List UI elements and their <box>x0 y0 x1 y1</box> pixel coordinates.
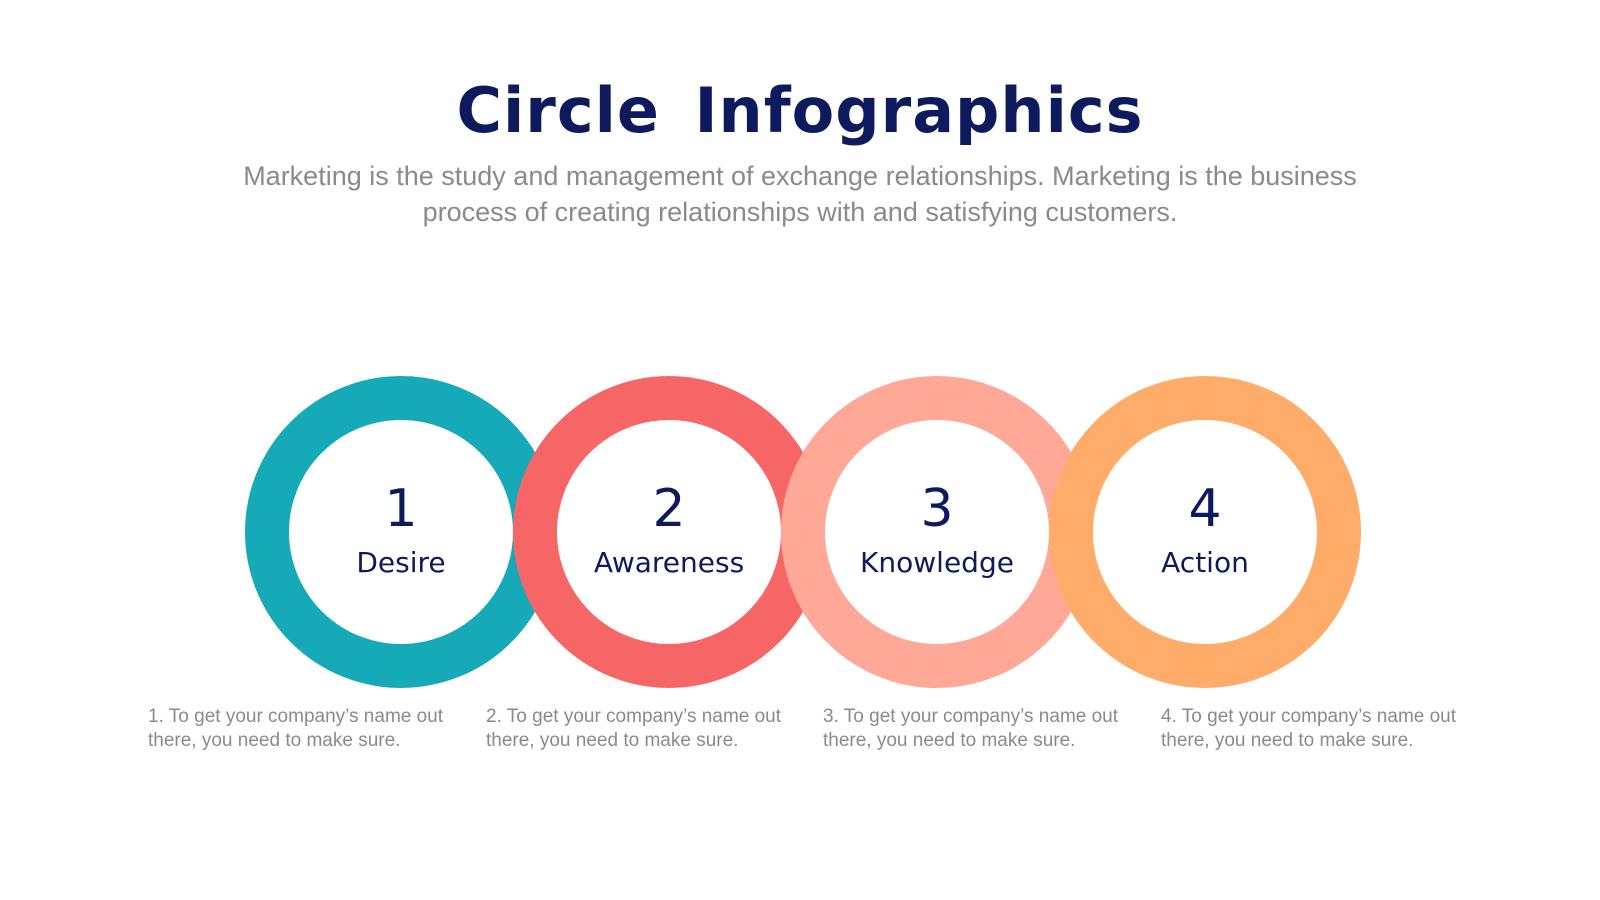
step-description-4: 4. To get your company’s name out there,… <box>1161 706 1457 751</box>
ring-4 <box>1049 376 1361 688</box>
step-description-1: 1. To get your company’s name out there,… <box>148 706 444 751</box>
step-number-3: 3 <box>920 479 954 539</box>
step-label-1: Desire <box>356 546 446 579</box>
step-label-3: Knowledge <box>860 546 1014 579</box>
step-description-2: 2. To get your company’s name out there,… <box>486 706 782 751</box>
step-number-1: 1 <box>384 479 418 539</box>
step-description-3: 3. To get your company’s name out there,… <box>823 706 1119 751</box>
step-number-4: 4 <box>1188 479 1222 539</box>
slide-subtitle: Marketing is the study and management of… <box>243 161 1357 227</box>
step-label-4: Action <box>1161 546 1249 579</box>
step-label-2: Awareness <box>593 546 745 579</box>
step-number-2: 2 <box>652 479 686 539</box>
slide-title: Circle Infographics <box>456 74 1144 147</box>
